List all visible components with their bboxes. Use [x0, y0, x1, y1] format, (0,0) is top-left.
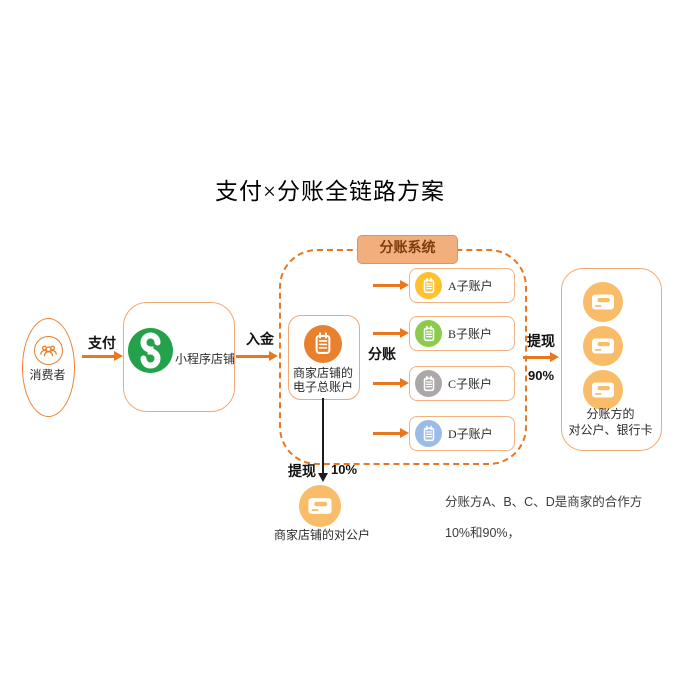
withdraw-right-label: 提现: [527, 335, 555, 350]
bank-card-icon: [583, 282, 623, 322]
deposit-arrow: [236, 355, 269, 358]
split-arrow-b: [373, 332, 400, 335]
consumer-node: [22, 318, 75, 417]
consumer-group-icon: [34, 336, 63, 365]
note-line-1: 分账方A、B、C、D是商家的合作方: [445, 495, 643, 509]
withdraw-down-percent: 10%: [331, 462, 358, 477]
split-parties-label: 分账方的 对公户、银行卡: [568, 407, 653, 437]
sub-account-d-label: D子账户: [448, 427, 493, 441]
sub-account-d: D子账户: [409, 416, 515, 451]
split-edge-label: 分账: [368, 348, 396, 363]
miniprogram-logo-icon: [128, 328, 173, 373]
bank-card-icon: [583, 326, 623, 366]
page-title: 支付×分账全链路方案: [215, 179, 445, 204]
withdraw-right-percent: 90%: [528, 368, 555, 383]
merchant-account-label: 商家店铺的 电子总账户: [292, 366, 353, 394]
sub-account-c-label: C子账户: [448, 377, 493, 391]
ledger-icon: [415, 420, 442, 447]
ledger-icon: [415, 272, 442, 299]
bank-card-icon: [583, 370, 623, 410]
pay-arrow: [82, 355, 114, 358]
withdraw-down-label: 提现: [288, 465, 316, 480]
bank-card-icon: [299, 485, 341, 527]
miniprogram-node: [123, 302, 235, 412]
ledger-icon: [415, 370, 442, 397]
sub-account-c: C子账户: [409, 366, 515, 401]
withdraw-right-arrow: [523, 356, 550, 359]
ledger-icon: [415, 320, 442, 347]
split-arrow-d: [373, 432, 400, 435]
sub-account-a-label: A子账户: [448, 279, 493, 293]
split-arrow-c: [373, 382, 400, 385]
consumer-label: 消费者: [29, 368, 66, 382]
merchant-corporate-label: 商家店铺的对公户: [273, 528, 370, 542]
note-line-2: 10%和90%，: [445, 526, 521, 540]
deposit-edge-label: 入金: [246, 333, 274, 348]
pay-edge-label: 支付: [88, 337, 116, 352]
sub-account-b: B子账户: [409, 316, 515, 351]
split-system-badge: 分账系统: [357, 235, 458, 264]
miniprogram-label: 小程序店铺: [175, 352, 236, 366]
sub-account-a: A子账户: [409, 268, 515, 303]
split-arrow-a: [373, 284, 400, 287]
ledger-icon: [304, 325, 342, 363]
sub-account-b-label: B子账户: [448, 327, 493, 341]
withdraw-down-arrow: [322, 398, 324, 473]
